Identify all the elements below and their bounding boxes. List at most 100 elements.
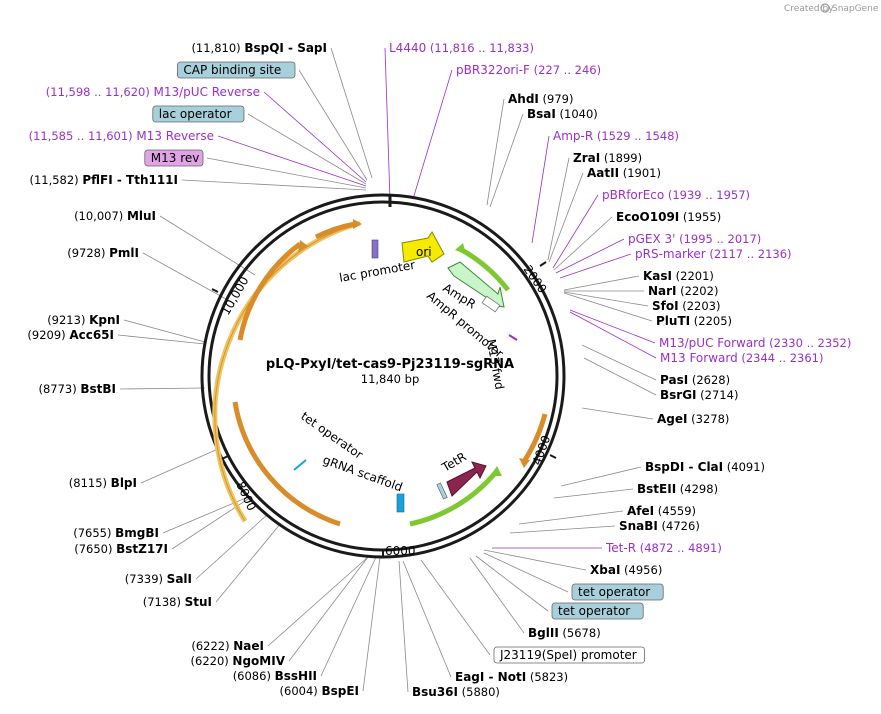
grna-scaffold-label: gRNA scaffold [321,453,404,495]
primer-label-m13-puc-forward-36: M13/pUC Forward (2330 .. 2352) [659,336,851,350]
enzyme-label-naei-17: (6222) NaeI [191,639,264,653]
enzyme-label-bstz17i-14: (7650) BstZ17I [74,542,168,556]
feature-box-label-m13-rev-5: M13 rev [144,149,204,167]
bspdi-41-text: BspDI - ClaI (4091) [645,460,765,474]
enzyme-label-nari-33: NarI (2202) [648,284,718,298]
m13-rev-5-text: M13 rev [151,151,200,165]
right-orange-arrow-head [519,458,530,468]
tet-operator-48-leader [475,555,549,612]
m13-fwd-dash [508,334,518,341]
ampr-feature [447,261,505,308]
enzyme-label-bspqi-0: (11,810) BspQI - SapI [191,41,327,55]
j23119-spei-promoter-50-leader [420,559,491,656]
credit-text: Created by [784,4,834,14]
tet-operator-47-box [571,583,664,601]
enzyme-label-bsrgi-39: BsrGI (2714) [660,388,738,402]
bsu36i-52-text: Bsu36I (5880) [412,685,500,699]
pflfi-6-text: (11,582) PflFI - Tth111I [29,173,178,187]
primer-label-pbr322ori-f-22: pBR322ori-F (227 .. 246) [456,63,601,77]
eagi-51-text: EagI - NotI (5823) [455,670,568,684]
enzyme-label-bglii-49: BglII (5678) [528,626,601,640]
naei-17-leader [267,556,369,647]
bspei-20-text: (6004) BspEI [280,684,359,698]
m13-reverse-4-leader [217,135,367,187]
acc65i-10-text: (9209) Acc65I [27,328,114,342]
enzyme-label-acc65i-10: (9209) Acc65I [27,328,114,342]
bspei-20-leader [362,556,381,692]
bmgbi-13-text: (7655) BmgBI [73,526,159,540]
eagi-51-leader [402,560,452,678]
feature-box-label-tet-operator-48: tet operator [551,602,644,620]
tick-2000: 2000 [521,263,550,296]
stui-16-text: (7138) StuI [143,595,212,609]
ngomiv-18-text: (6220) NgoMIV [191,654,286,668]
zrai-26-leader [547,157,570,261]
ori-label: ori [416,245,432,259]
lac-operator-3-box [152,105,245,123]
sfoi-34-leader [563,291,649,307]
pmli-8-text: (9728) PmlI [67,246,139,260]
enzyme-label-snabi-44: SnaBI (4726) [619,519,700,533]
afei-43-leader [518,510,624,525]
primer-label-tet-r-45: Tet-R (4872 .. 4891) [605,541,722,555]
bglii-49-text: BglII (5678) [528,626,601,640]
pbrforeco-28-text: pBRforEco (1939 .. 1957) [602,188,750,202]
enzyme-label-zrai-26: ZraI (1899) [573,151,642,165]
lac-promoter-label: lac promoter [338,258,416,285]
aatii-27-text: AatII (1901) [587,166,661,180]
enzyme-label-stui-16: (7138) StuI [143,595,212,609]
ngomiv-18-leader [288,556,369,662]
pluti-35-leader [563,292,653,322]
pasi-38-text: PasI (2628) [660,373,730,387]
green-arrow-head-bottom [490,466,502,476]
enzyme-label-bstbi-11: (8773) BstBI [38,382,116,396]
l4440-21-text: L4440 (11,816 .. 11,833) [389,41,534,55]
grna-scaffold-marker [396,493,405,513]
mlui-7-text: (10,007) MluI [74,209,156,223]
left-orange-arc-lower [232,401,341,527]
enzyme-label-ngomiv-18: (6220) NgoMIV [191,654,286,668]
m13-rev-5-leader [206,157,367,189]
xbai-46-leader [483,549,587,571]
left-orange-arc-upper [237,241,302,341]
left-arrow-head [298,240,308,252]
m13-rev-5-box [144,149,204,167]
primer-label-prs-marker-31: pRS-marker (2117 .. 2136) [635,247,792,261]
feature-box-label-tet-operator-47: tet operator [571,583,664,601]
blpi-12-leader [140,448,219,484]
pasi-38-leader [581,344,657,381]
right-orange-arc [522,413,548,462]
tick-6000: 6000 [385,544,416,558]
snapgene-credit: Created by SnapGene [784,3,879,14]
amp-r-25-text: Amp-R (1529 .. 1548) [553,129,679,143]
enzyme-label-agei-40: AgeI (3278) [657,412,729,426]
enzyme-label-bsteii-42: BstEII (4298) [637,482,718,496]
sfoi-34-text: SfoI (2203) [652,299,720,313]
tet-operator-47-leader [483,552,569,593]
plasmid-size: 11,840 bp [361,372,420,386]
bsshii-19-leader [320,556,377,677]
cap-binding-site-1-box [176,61,296,79]
enzyme-label-sali-15: (7339) SalI [125,572,192,586]
agei-40-leader [581,407,654,420]
enzyme-label-blpi-12: (8115) BlpI [69,476,137,490]
bspqi-0-leader [330,47,373,179]
agei-40-text: AgeI (3278) [657,412,729,426]
lac-promoter-marker [371,239,379,259]
feature-box-label-lac-operator-3: lac operator [152,105,245,123]
primer-label-l4440-21: L4440 (11,816 .. 11,833) [389,41,534,55]
pbrforeco-28-leader [552,194,599,269]
credit-brand: SnapGene [832,4,879,14]
m13-puc-forward-36-leader [569,309,656,344]
j23119-spei-promoter-50-box [493,646,646,664]
tetr-feature [446,461,487,497]
j23119-spei-promoter-50-text: J23119(SpeI) promoter [499,648,637,662]
ori-feature [401,231,445,263]
kpni-9-text: (9213) KpnI [47,313,120,327]
pbr322ori-f-22-text: pBR322ori-F (227 .. 246) [456,63,601,77]
afei-43-text: AfeI (4559) [627,504,696,518]
m13-puc-reverse-2-leader [263,91,367,183]
bspqi-0-text: (11,810) BspQI - SapI [191,41,327,55]
lac-operator-3-text: lac operator [159,107,232,121]
top-arrow-head [353,219,362,229]
